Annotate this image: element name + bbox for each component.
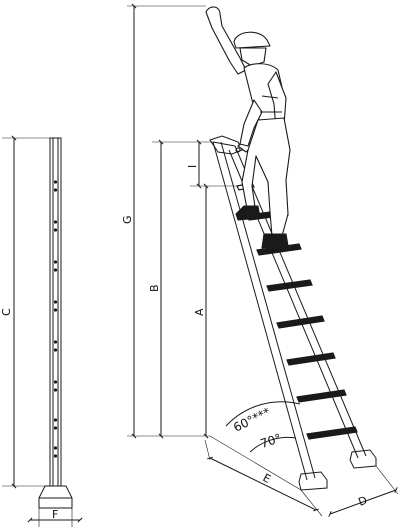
person-figure: [205, 6, 291, 249]
label-f: F: [52, 508, 58, 521]
side-elevation-view: [2, 135, 83, 527]
dimension-line-e: [207, 456, 319, 512]
angle-arc-70: [249, 436, 297, 453]
label-i: I: [186, 165, 199, 168]
label-a: A: [193, 308, 206, 316]
angle-arcs: [225, 401, 301, 453]
person-raised-arm: [205, 6, 247, 75]
person-boot-back: [261, 233, 289, 249]
ladder-left-foot: [298, 471, 328, 491]
label-angle-70: 70°: [259, 431, 284, 451]
ladder-rungs: [236, 182, 358, 440]
person-helmet: [233, 31, 271, 49]
base-dimensions: [204, 435, 399, 517]
label-c: C: [0, 308, 13, 316]
dimension-line-c: [2, 135, 50, 489]
label-angle-60: 60°***: [231, 405, 272, 435]
vertical-dimensions: [127, 3, 237, 439]
side-rung-holes: [53, 180, 58, 458]
dimension-line-f: [27, 508, 83, 527]
ladder-top-cap: [209, 135, 243, 155]
label-g: G: [121, 215, 134, 224]
angle-arc-60: [225, 401, 301, 427]
side-foot: [38, 485, 73, 509]
ladder-right-foot: [349, 449, 377, 469]
label-b: B: [148, 284, 161, 292]
dimension-line-d: [328, 487, 398, 517]
inclined-ladder-view: [209, 135, 377, 491]
person-boot-front: [235, 205, 261, 221]
label-d: D: [357, 494, 369, 509]
